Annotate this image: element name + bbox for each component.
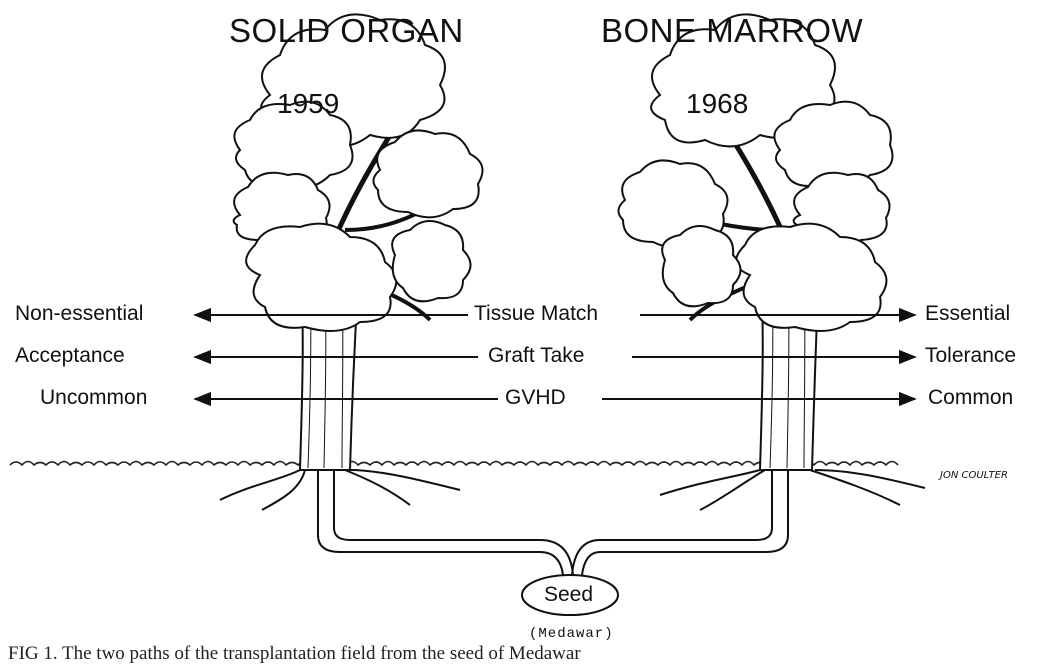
year-right: 1968 [686, 88, 748, 120]
title-left: SOLID ORGAN [229, 12, 464, 50]
seed-label: Seed [544, 583, 593, 607]
row-3-right-label: Common [928, 386, 1013, 410]
seed-attribution: (Medawar) [529, 626, 614, 642]
year-left: 1959 [277, 88, 339, 120]
right-tree [618, 14, 925, 510]
row-3-center-label: GVHD [505, 386, 566, 410]
left-tree [220, 14, 483, 510]
row-3-left-label: Uncommon [40, 386, 147, 410]
artist-signature: JON COULTER [940, 470, 1008, 481]
root-connection [318, 470, 788, 575]
row-1-right-label: Essential [925, 302, 1010, 326]
row-1-left-label: Non-essential [15, 302, 143, 326]
row-2-right-label: Tolerance [925, 344, 1016, 368]
row-1-center-label: Tissue Match [474, 302, 598, 326]
row-2-left-label: Acceptance [15, 344, 125, 368]
row-2-center-label: Graft Take [488, 344, 585, 368]
figure-caption: FIG 1. The two paths of the transplantat… [8, 643, 581, 665]
title-right: BONE MARROW [601, 12, 863, 50]
